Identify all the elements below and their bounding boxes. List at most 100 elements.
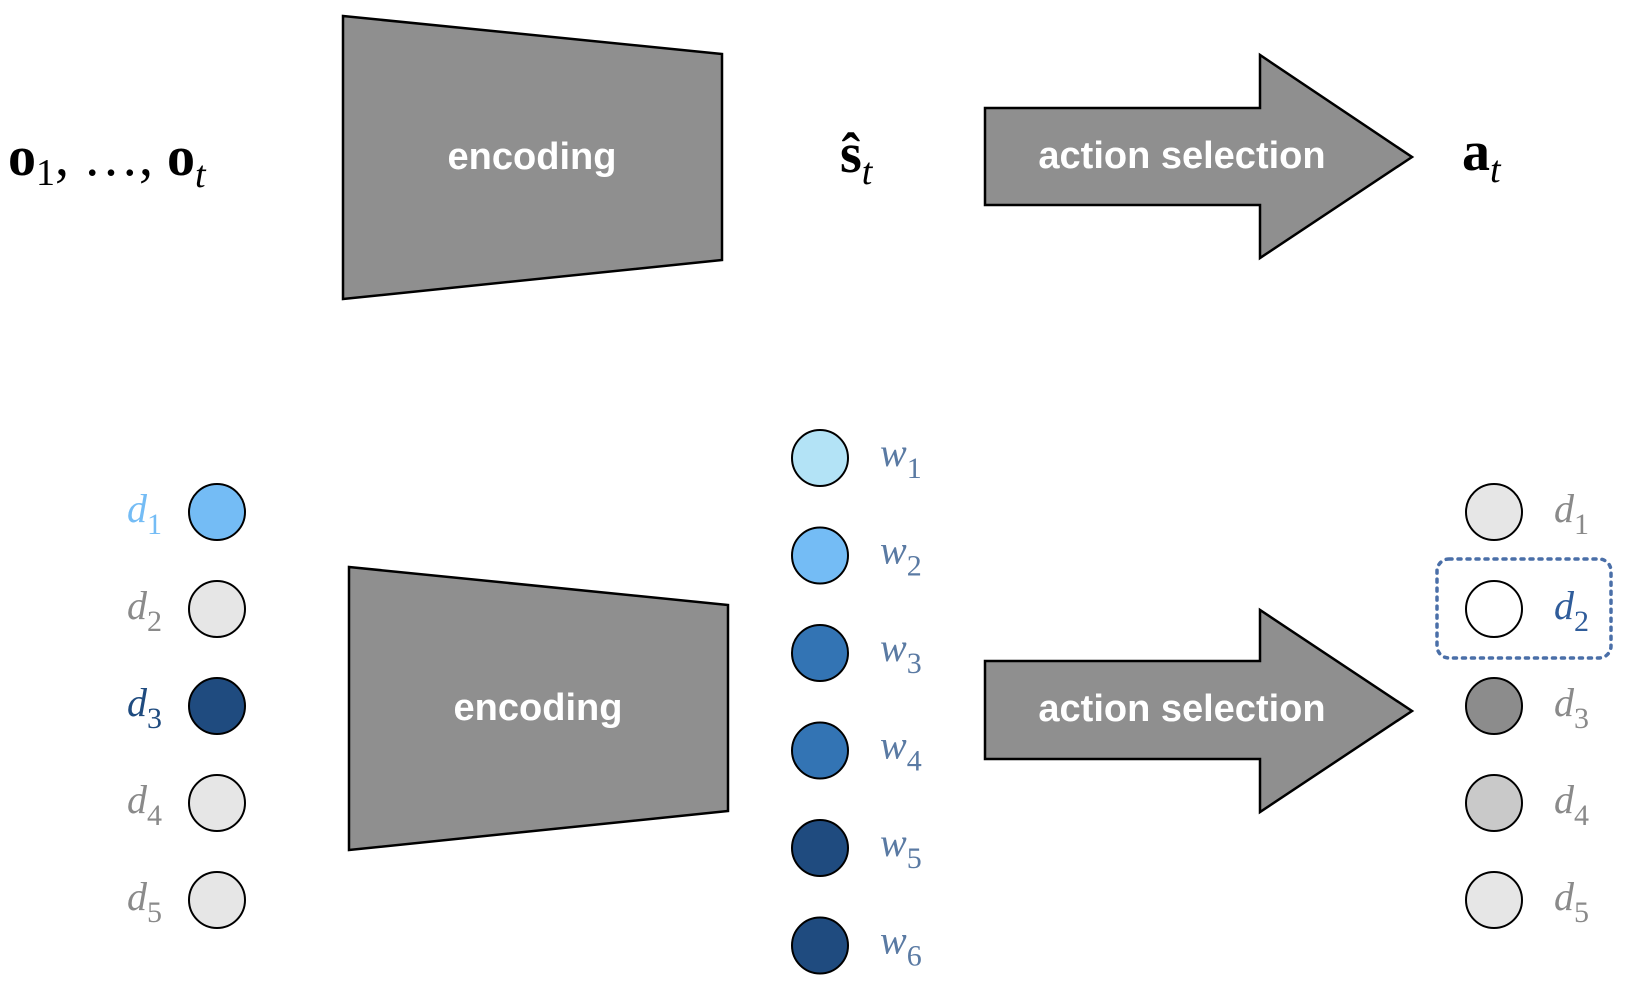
top-encoder-label: encoding: [448, 136, 617, 178]
weight-node-4-circle: [791, 721, 849, 780]
state-estimate: ŝt: [840, 123, 874, 193]
input-node-2-circle: [188, 580, 246, 638]
output-node-5-symbol: d: [1554, 874, 1575, 919]
action-output: at: [1462, 121, 1502, 191]
input-node-1: d1: [127, 483, 246, 541]
input-node-5-symbol: d: [127, 874, 148, 919]
input-node-4-symbol: d: [127, 777, 148, 822]
top-state: ŝt: [840, 123, 874, 193]
weight-node-2-sub: 2: [907, 550, 922, 583]
input-node-1-circle: [188, 483, 246, 541]
action-sub: t: [1490, 149, 1502, 191]
bottom-policy: action selection: [983, 607, 1415, 815]
output-node-4-sub: 4: [1574, 799, 1589, 832]
obs-separator: , …,: [55, 126, 167, 188]
output-node-4-circle: [1465, 774, 1523, 832]
output-node-3-symbol: d: [1554, 680, 1575, 725]
weight-node-2-symbol: w: [880, 528, 907, 573]
weight-node-1-label: w1: [880, 430, 922, 485]
output-node-5-label: d5: [1554, 874, 1589, 929]
input-node-4: d4: [127, 774, 246, 832]
input-node-2-label: d2: [127, 583, 162, 638]
input-node-5-sub: 5: [147, 896, 162, 929]
input-node-5-label: d5: [127, 874, 162, 929]
output-node-5: d5: [1465, 871, 1589, 929]
weight-node-5: w5: [791, 819, 922, 877]
weight-node-3-circle: [791, 624, 849, 682]
input-node-2: d2: [127, 580, 246, 638]
output-node-2-symbol: d: [1554, 583, 1575, 628]
top-policy: action selection: [983, 52, 1415, 261]
weight-node-6-symbol: w: [880, 918, 907, 963]
input-node-1-sub: 1: [147, 508, 162, 541]
output-node-4: d4: [1465, 774, 1589, 832]
top-action: at: [1462, 121, 1502, 191]
weight-node-2-circle: [791, 526, 849, 585]
bottom-encoder: encoding: [347, 565, 730, 852]
weight-node-1-circle: [791, 429, 849, 487]
weight-node-6-circle: [791, 916, 849, 975]
input-node-4-label: d4: [127, 777, 162, 832]
input-node-3: d3: [127, 677, 246, 735]
output-node-2: d2: [1435, 557, 1613, 660]
output-node-1-circle: [1465, 483, 1523, 541]
input-node-5: d5: [127, 871, 246, 929]
weight-node-4: w4: [791, 721, 922, 780]
output-node-4-symbol: d: [1554, 777, 1575, 822]
output-node-1-symbol: d: [1554, 486, 1575, 531]
obs-last-symbol: o: [167, 126, 195, 188]
input-node-3-label: d3: [127, 680, 162, 735]
weight-node-4-symbol: w: [880, 723, 907, 768]
weight-node-5-symbol: w: [880, 820, 907, 865]
weight-node-3-sub: 3: [907, 647, 922, 680]
input-node-5-circle: [188, 871, 246, 929]
input-node-2-sub: 2: [147, 605, 162, 638]
input-node-3-symbol: d: [127, 680, 148, 725]
output-node-4-label: d4: [1554, 777, 1589, 832]
obs-first: o1, …, ot: [8, 126, 207, 196]
input-node-3-circle: [188, 677, 246, 735]
weight-node-1-sub: 1: [907, 452, 922, 485]
weight-node-4-sub: 4: [907, 745, 922, 778]
weight-node-5-label: w5: [880, 820, 922, 875]
bottom-encoder-trapezoid: [347, 565, 730, 852]
input-node-3-sub: 3: [147, 702, 162, 735]
weight-node-1: w1: [791, 429, 922, 487]
bottom-policy-label: action selection: [1038, 688, 1325, 730]
output-node-5-sub: 5: [1574, 896, 1589, 929]
obs-first-sub: 1: [36, 152, 55, 194]
top-policy-arrow: [983, 52, 1415, 261]
weight-node-3: w3: [791, 624, 922, 682]
weight-node-6: w6: [791, 916, 922, 975]
input-node-1-label: d1: [127, 486, 162, 541]
input-node-4-sub: 4: [147, 799, 162, 832]
output-node-1-sub: 1: [1574, 508, 1589, 541]
output-node-2-circle: [1465, 580, 1523, 638]
weight-node-4-label: w4: [880, 723, 922, 778]
input-node-2-symbol: d: [127, 583, 148, 628]
obs-first-symbol: o: [8, 126, 36, 188]
weight-node-6-sub: 6: [907, 940, 922, 973]
output-node-5-circle: [1465, 871, 1523, 929]
output-node-3-sub: 3: [1574, 702, 1589, 735]
state-symbol: ŝ: [840, 123, 862, 185]
top-encoder: encoding: [341, 14, 724, 301]
weight-node-1-symbol: w: [880, 430, 907, 475]
bottom-encoder-label: encoding: [454, 687, 623, 729]
weight-node-3-label: w3: [880, 625, 922, 680]
weight-node-6-label: w6: [880, 918, 922, 973]
selection-highlight-box: [1435, 557, 1613, 660]
input-node-1-symbol: d: [127, 486, 148, 531]
output-node-3: d3: [1465, 677, 1589, 735]
output-node-2-label: d2: [1554, 583, 1589, 638]
state-sub: t: [862, 151, 874, 193]
weight-node-2: w2: [791, 526, 922, 585]
weight-node-3-symbol: w: [880, 625, 907, 670]
weight-node-5-circle: [791, 819, 849, 877]
top-policy-label: action selection: [1038, 135, 1325, 177]
action-symbol: a: [1462, 121, 1490, 183]
